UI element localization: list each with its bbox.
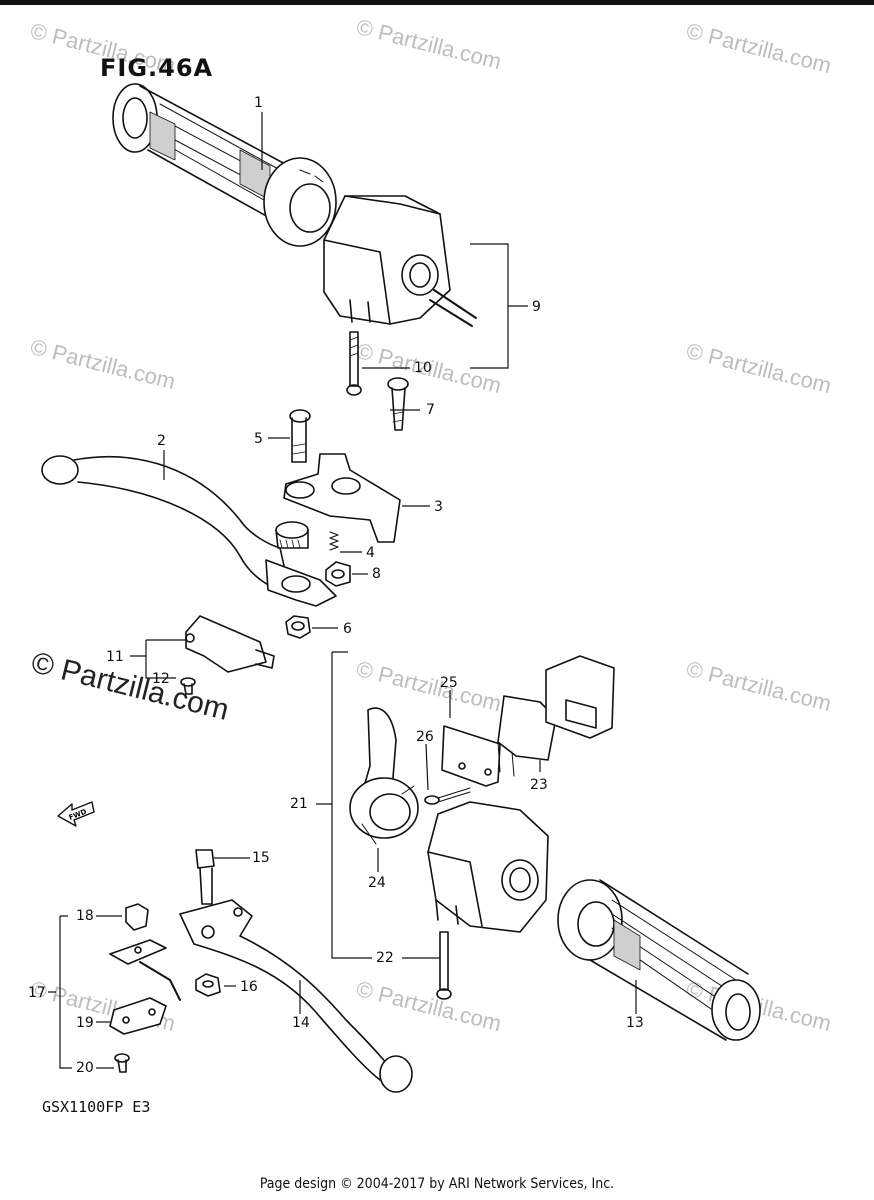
callout-18: 18 [76,908,94,924]
callout-6: 6 [343,621,352,637]
callout-9: 9 [532,299,541,315]
switch-plate [441,725,501,787]
callout-15: 15 [252,850,270,866]
small-screw-12 [180,677,196,695]
callout-24: 24 [368,875,386,891]
clutch-lever [41,455,337,607]
callout-5: 5 [254,431,263,447]
long-screw [346,331,362,396]
callout-22: 22 [376,950,394,966]
small-screw-20 [114,1053,130,1073]
switch-clamp [109,997,167,1035]
callout-17: 17 [28,985,46,1001]
upper-switch-housing [323,195,477,327]
leader-lines [48,112,637,1069]
nut-8 [325,561,351,587]
lever-holder [283,453,401,543]
connector-18 [125,903,149,931]
spring [329,531,339,551]
callout-19: 19 [76,1015,94,1031]
callout-1: 1 [254,95,263,111]
footer-credit: Page design © 2004-2017 by ARI Network S… [259,1176,615,1192]
right-grip [557,879,761,1041]
nut-16 [195,973,221,997]
top-border [0,0,874,5]
left-grip [112,83,337,247]
nut-6 [285,615,311,639]
callout-10: 10 [414,360,432,376]
callout-21: 21 [290,796,308,812]
model-code: GSX1100FP E3 [42,1098,151,1116]
callout-23: 23 [530,777,548,793]
small-screw-26 [424,787,471,805]
brake-lever [179,899,413,1093]
clutch-switch [185,615,275,673]
callout-12: 12 [152,671,170,687]
lower-switch-housing [427,801,549,933]
figure-title: FIG.46A [100,54,214,82]
long-screw-22 [436,931,452,1000]
pivot-bolt-15 [195,849,215,905]
switch-cover [545,655,615,739]
callout-20: 20 [76,1060,94,1076]
callout-13: 13 [626,1015,644,1031]
callout-2: 2 [157,433,166,449]
callout-4: 4 [366,545,375,561]
callout-14: 14 [292,1015,310,1031]
callout-26: 26 [416,729,434,745]
callout-11: 11 [106,649,124,665]
callout-25: 25 [440,675,458,691]
callout-16: 16 [240,979,258,995]
callout-7: 7 [426,402,435,418]
switch-unit [497,695,557,777]
short-screw [387,377,409,431]
throttle-pulley [349,707,419,845]
brake-switch [109,939,181,1001]
callout-3: 3 [434,499,443,515]
pivot-bolt [289,409,311,463]
callout-8: 8 [372,566,381,582]
forward-arrow-icon [57,801,95,827]
adjuster-cylinder [275,521,309,549]
